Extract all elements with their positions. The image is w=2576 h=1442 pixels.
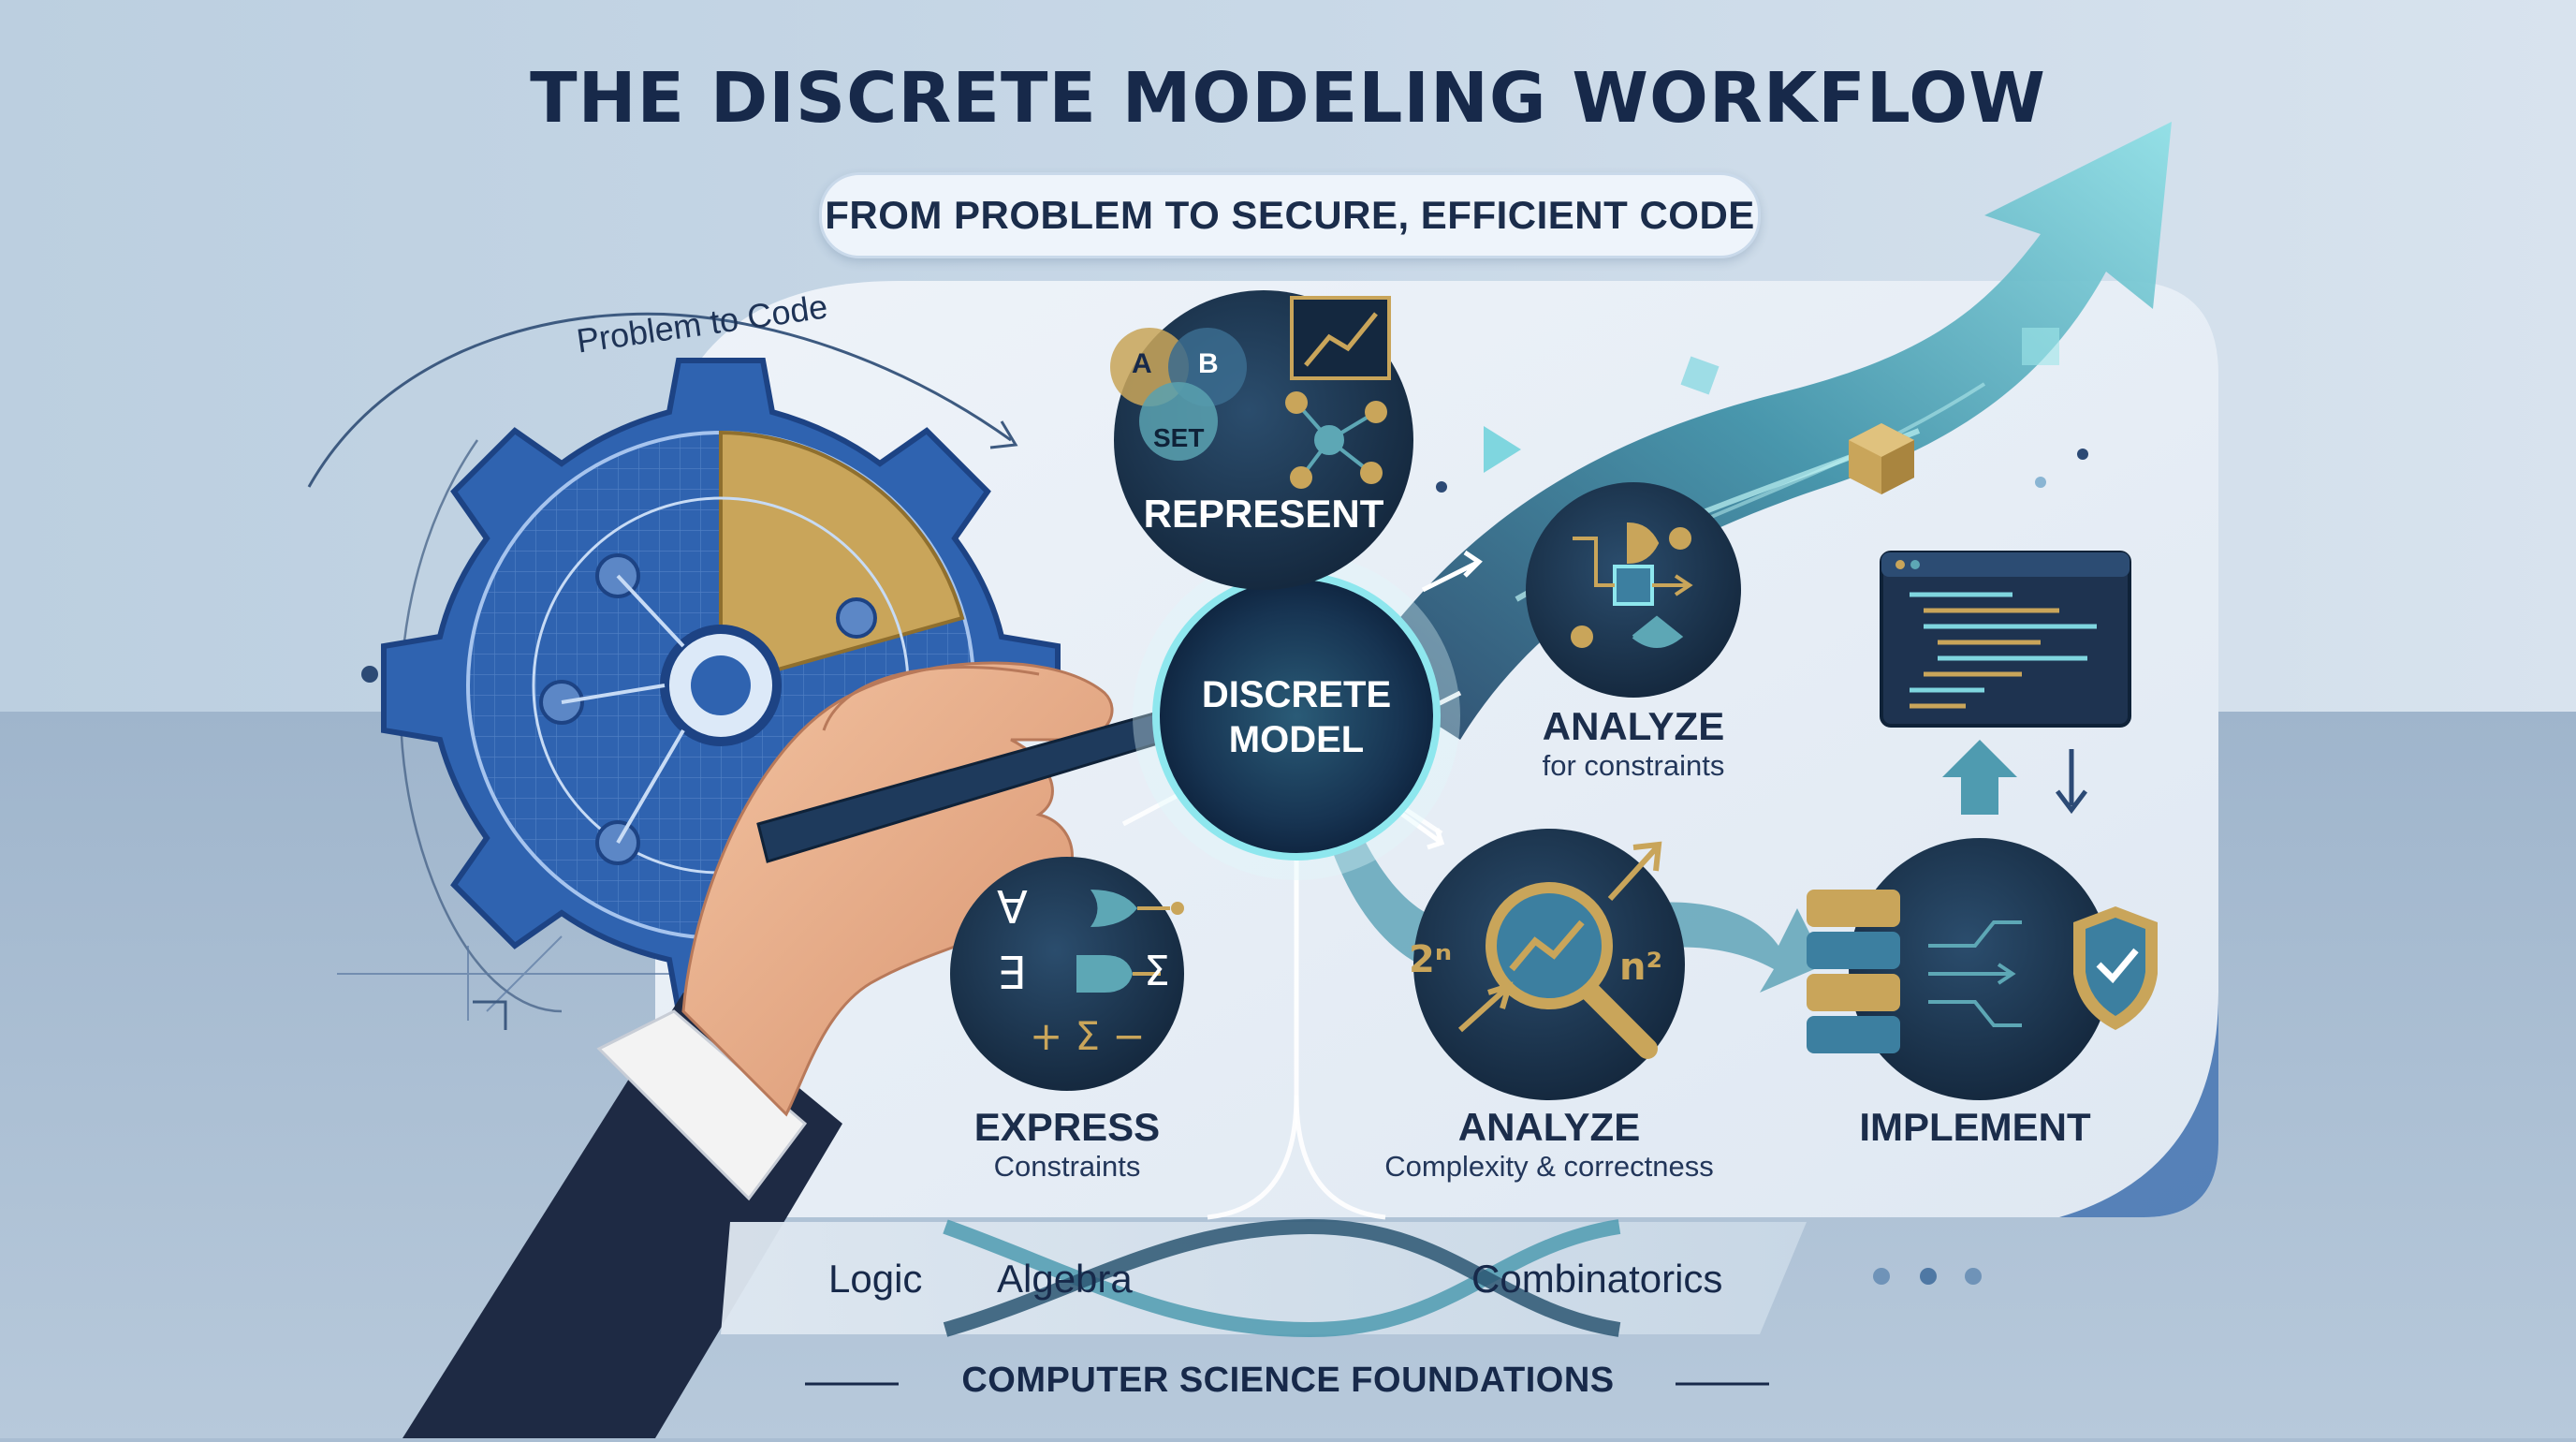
arc-arrow-icon bbox=[989, 420, 1018, 449]
graph-network-icon bbox=[1285, 391, 1387, 489]
implement-circle bbox=[1849, 838, 2111, 1100]
venn-set: SET bbox=[1153, 423, 1205, 452]
analyze-complexity-sub: Complexity & correctness bbox=[1384, 1150, 1714, 1183]
node-line-1: DISCRETE bbox=[1201, 674, 1392, 715]
pagination-dots bbox=[1873, 1268, 1982, 1285]
shield-check-icon bbox=[2073, 906, 2158, 1030]
operators-symbols: + Σ − bbox=[1030, 1013, 1146, 1059]
play-triangle-icon bbox=[1484, 426, 1521, 473]
logic-gate-icon bbox=[1076, 890, 1137, 993]
cube-icon bbox=[1849, 423, 1914, 494]
quadratic-term: n² bbox=[1619, 946, 1662, 989]
down-arrow-icon bbox=[2056, 749, 2087, 815]
forall-symbol: ∀ bbox=[997, 882, 1028, 934]
represent-label: REPRESENT bbox=[1143, 492, 1384, 536]
analyze-complexity-label: ANALYZE bbox=[1457, 1105, 1641, 1149]
node-line-2: MODEL bbox=[1228, 719, 1365, 760]
code-window-icon bbox=[1880, 551, 2131, 728]
venn-a: A bbox=[1132, 348, 1152, 379]
page-title: THE DISCRETE MODELING WORKFLOW bbox=[530, 58, 2046, 139]
sigma-symbol: Σ bbox=[1144, 948, 1170, 995]
analyze-constraints-label: ANALYZE bbox=[1542, 704, 1725, 748]
magnifier-chart-icon bbox=[1457, 841, 1662, 1059]
venn-b: B bbox=[1198, 348, 1219, 379]
implement-label: IMPLEMENT bbox=[1859, 1105, 2091, 1149]
foundation-combinatorics: Combinatorics bbox=[1471, 1257, 1723, 1301]
exists-symbol: ∃ bbox=[997, 948, 1026, 1000]
subtitle: FROM PROBLEM TO SECURE, EFFICIENT CODE bbox=[825, 193, 1755, 237]
analyze-constraints-sub: for constraints bbox=[1542, 749, 1725, 782]
footer-title: COMPUTER SCIENCE FOUNDATIONS bbox=[961, 1361, 1615, 1400]
up-arrow-icon bbox=[1942, 740, 2017, 815]
discrete-model-label: DISCRETE MODEL bbox=[1156, 672, 1437, 762]
database-stack-icon bbox=[1807, 890, 1900, 1053]
express-label: EXPRESS bbox=[973, 1105, 1161, 1149]
express-sub: Constraints bbox=[993, 1150, 1141, 1183]
subtitle-pill: FROM PROBLEM TO SECURE, EFFICIENT CODE bbox=[819, 172, 1761, 258]
line-chart-icon bbox=[1290, 296, 1391, 380]
foundation-algebra: Algebra bbox=[997, 1257, 1133, 1301]
foundation-logic: Logic bbox=[828, 1257, 923, 1301]
exponential-term: 2ⁿ bbox=[1409, 938, 1453, 981]
hand-with-pen bbox=[402, 661, 1209, 1438]
logic-circuit-icon bbox=[1571, 522, 1693, 648]
venn-diagram-icon bbox=[1110, 328, 1247, 461]
